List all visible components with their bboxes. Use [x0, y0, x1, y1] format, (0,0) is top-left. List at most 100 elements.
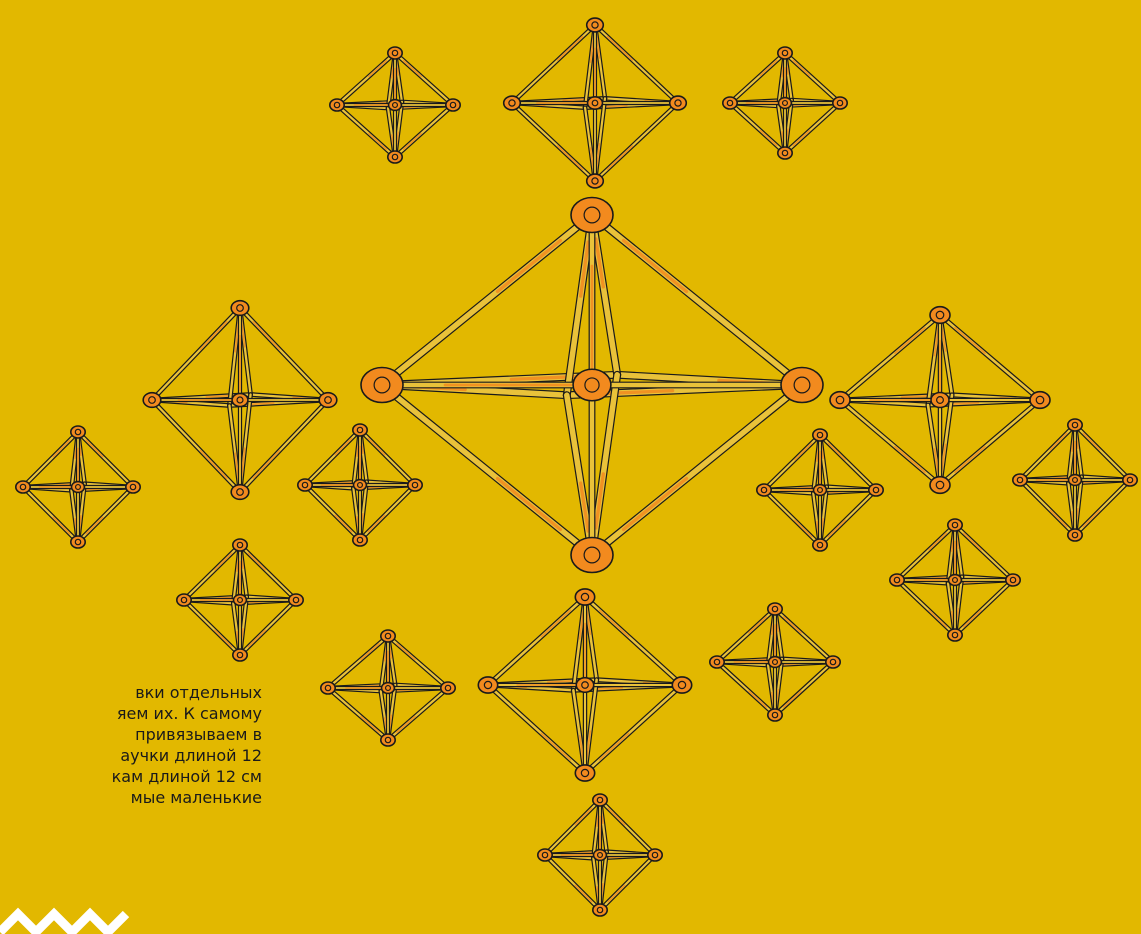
stick	[512, 103, 595, 181]
knot	[388, 47, 402, 59]
stick	[717, 662, 775, 715]
knot	[1006, 574, 1020, 586]
knot	[575, 589, 594, 605]
knot	[231, 301, 249, 316]
knot	[813, 539, 827, 551]
stick	[395, 53, 453, 105]
knot	[1069, 475, 1082, 486]
stick	[595, 103, 678, 181]
knot	[321, 682, 335, 694]
stick	[775, 609, 833, 662]
knot	[588, 97, 603, 109]
stick	[592, 215, 802, 385]
knot	[381, 734, 395, 746]
knot	[388, 151, 402, 163]
knot	[826, 656, 840, 668]
stick	[820, 490, 876, 545]
knot	[779, 98, 792, 109]
instruction-line: кам длиной 12 см	[112, 766, 262, 787]
knot	[177, 594, 191, 606]
knot	[504, 96, 521, 110]
stick	[592, 375, 617, 555]
knot	[670, 96, 687, 110]
stick	[775, 662, 833, 715]
knot	[869, 484, 883, 496]
stick	[585, 597, 682, 685]
stick	[78, 487, 133, 542]
knot	[769, 657, 782, 668]
stick	[717, 609, 775, 662]
knot	[768, 709, 782, 721]
knot	[361, 368, 403, 403]
knot	[298, 479, 312, 491]
knot	[381, 630, 395, 642]
knot	[672, 677, 691, 693]
knot	[289, 594, 303, 606]
knot	[931, 393, 949, 408]
knot	[573, 369, 611, 401]
stick	[152, 308, 240, 400]
stick	[337, 53, 395, 105]
stick	[585, 685, 682, 773]
knot	[71, 536, 85, 548]
knot	[593, 794, 607, 806]
knot	[723, 97, 737, 109]
stick	[592, 215, 617, 375]
stick	[512, 25, 595, 103]
stick	[382, 215, 592, 385]
knot	[1068, 419, 1082, 431]
instruction-line: аучки длиной 12	[120, 745, 262, 766]
knot	[814, 485, 827, 496]
knot	[353, 534, 367, 546]
knot	[593, 904, 607, 916]
stick	[388, 636, 448, 688]
stick	[328, 688, 388, 740]
knot	[408, 479, 422, 491]
stick	[897, 525, 955, 580]
knot	[710, 656, 724, 668]
stick	[23, 432, 78, 487]
stick	[337, 105, 395, 157]
stick	[305, 430, 360, 485]
knot	[233, 539, 247, 551]
knot	[330, 99, 344, 111]
knot	[233, 649, 247, 661]
instruction-line: вки отдельных	[135, 682, 262, 703]
stick	[785, 103, 840, 153]
knot	[575, 765, 594, 781]
knot	[1030, 392, 1050, 409]
stick	[240, 545, 296, 600]
stick	[388, 688, 448, 740]
knot	[382, 683, 395, 694]
knot	[231, 485, 249, 500]
knot	[587, 174, 604, 188]
instruction-text: вки отдельных яем их. К самому привязыва…	[0, 682, 262, 808]
stick	[955, 525, 1013, 580]
knot	[813, 429, 827, 441]
knot	[319, 393, 337, 408]
knot	[571, 538, 613, 573]
knot	[446, 99, 460, 111]
knot	[781, 368, 823, 403]
knot	[890, 574, 904, 586]
knot	[353, 424, 367, 436]
stick	[840, 315, 940, 400]
knot	[757, 484, 771, 496]
stick	[764, 490, 820, 545]
knot	[143, 393, 161, 408]
knot	[441, 682, 455, 694]
stick	[897, 580, 955, 635]
instruction-line: привязываем в	[135, 724, 262, 745]
stick	[567, 395, 592, 555]
knot	[594, 850, 607, 861]
knot	[948, 519, 962, 531]
instruction-line: яем их. К самому	[117, 703, 262, 724]
stick	[240, 308, 328, 400]
knot	[1068, 529, 1082, 541]
stick	[184, 600, 240, 655]
stick	[152, 400, 240, 492]
knot	[126, 481, 140, 493]
stick	[1075, 480, 1130, 535]
knot	[72, 482, 85, 493]
stick	[395, 105, 453, 157]
